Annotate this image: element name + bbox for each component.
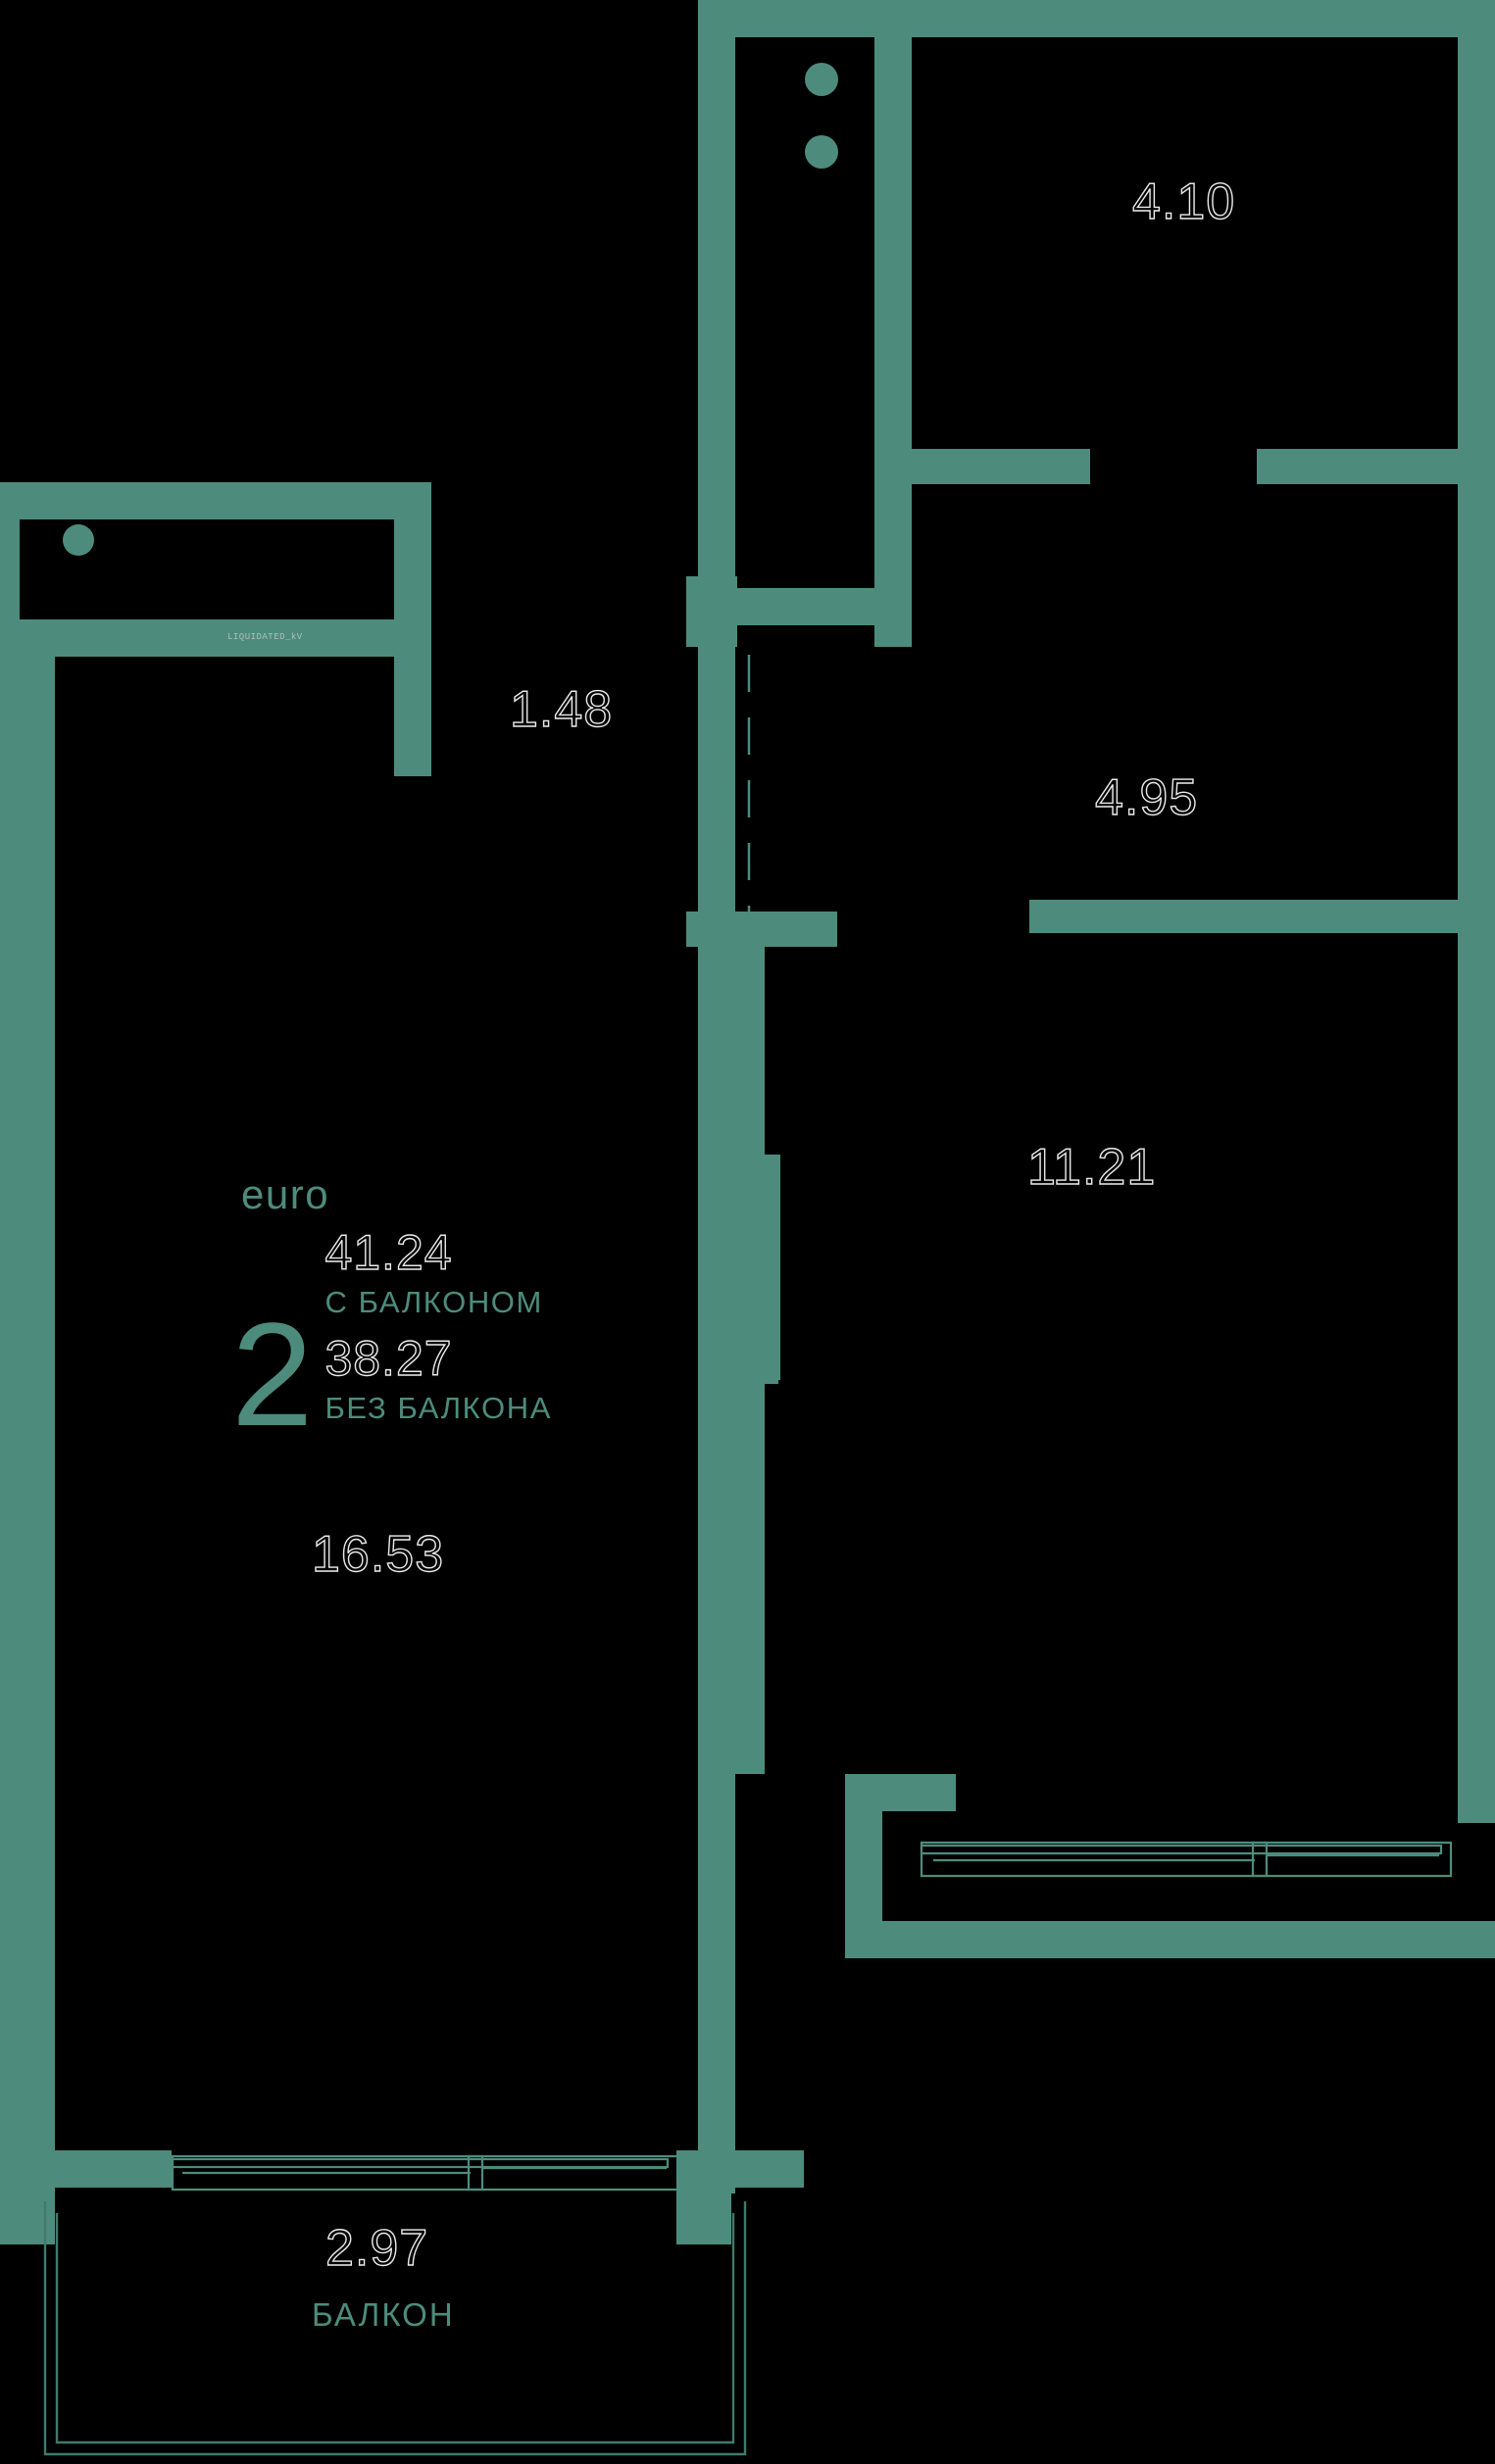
room-area-balcony: 2.97	[324, 2220, 429, 2277]
room-caption-balcony: БАЛКОН	[312, 2296, 455, 2333]
window-group	[171, 1841, 1453, 2192]
balcony-outline	[43, 2201, 747, 2456]
room-area-hall: 1.48	[509, 681, 614, 738]
sink-icon	[805, 135, 838, 169]
summary-euro-label: euro	[241, 1171, 330, 1217]
wall-group	[0, 0, 1495, 2244]
summary-area-with-balcony-caption: С БАЛКОНОМ	[324, 1285, 543, 1319]
summary-room-count: 2	[231, 1292, 313, 1456]
cad-artifact-text: LIQUIDATED_kV	[227, 632, 303, 642]
door-opening-dashed	[720, 655, 751, 919]
apartment-summary: euro 2 41.24 С БАЛКОНОМ 38.27 БЕЗ БАЛКОН…	[231, 1171, 552, 1456]
room-area-bathroom: 4.10	[1131, 173, 1236, 230]
summary-area-without-balcony: 38.27	[324, 1330, 453, 1386]
toilet-icon	[805, 63, 838, 96]
room-area-kitchen-living: 16.53	[311, 1526, 445, 1583]
room-area-corridor: 4.95	[1094, 769, 1199, 826]
summary-area-with-balcony: 41.24	[324, 1224, 453, 1280]
room-area-bedroom: 11.21	[1026, 1139, 1157, 1196]
kitchen-sink-icon	[63, 524, 94, 556]
summary-area-without-balcony-caption: БЕЗ БАЛКОНА	[324, 1391, 552, 1425]
plumbing-fixtures	[63, 63, 838, 556]
